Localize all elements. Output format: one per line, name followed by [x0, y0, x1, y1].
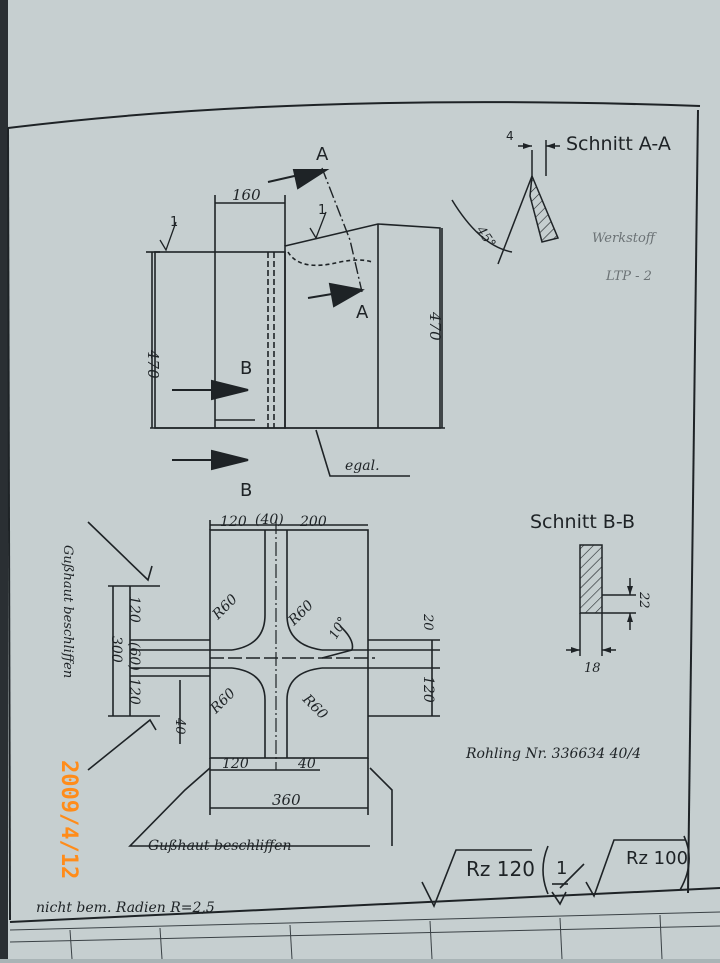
- plan-view: [87, 520, 440, 847]
- section-b-title: Schnitt B-B: [530, 511, 635, 533]
- plan-dim-bottom-120: 120: [222, 756, 249, 772]
- blank-number: Rohling Nr. 336634 40/4: [465, 746, 641, 762]
- dim-height-470-right: 470: [426, 311, 444, 341]
- roughness-main: Rz 120: [466, 857, 535, 881]
- cut-b-label-bottom: B: [240, 480, 252, 501]
- section-b-b: [566, 544, 636, 656]
- section-a-dim-4: 4: [506, 129, 514, 143]
- plan-dim-right-120: 120: [420, 676, 436, 703]
- plan-dim-inner-40: 40: [172, 717, 187, 735]
- plan-dim-bottom-40: 40: [297, 756, 316, 772]
- surface-mark-value: 1: [170, 215, 178, 230]
- surface-mark-value-2: 1: [318, 203, 326, 218]
- footnote-radii: nicht bem. Radien R=2,5: [36, 900, 215, 916]
- dim-height-470-left: 470: [144, 349, 162, 379]
- section-a-a: [451, 140, 560, 265]
- plan-dim-right-20: 20: [420, 613, 435, 631]
- plan-dim-left-120-a: 120: [126, 596, 142, 623]
- note-gusshaut-vertical: Gußhaut beschliffen: [60, 545, 75, 678]
- cut-a-label-bottom: A: [356, 302, 369, 323]
- roughness-symbols: [421, 835, 690, 908]
- front-view: [146, 167, 445, 477]
- cut-b-label-top: B: [240, 358, 252, 379]
- plan-dim-left-300: 300: [108, 636, 124, 663]
- plan-dim-top-120: 120: [220, 514, 247, 530]
- dim-width-160: 160: [232, 186, 261, 204]
- plan-dim-top-40: (40): [255, 512, 284, 528]
- page-edge-shadow: [0, 0, 8, 959]
- drawing-frame: [7, 101, 720, 923]
- cut-a-label-top: A: [316, 144, 329, 165]
- section-b-dim-22: 22: [636, 591, 651, 609]
- section-b-dim-18: 18: [584, 661, 601, 676]
- date-stamp: 2009/4/12: [56, 760, 81, 879]
- surface-finish-marks: [159, 211, 327, 252]
- plan-dim-left-120-b: 120: [126, 678, 142, 705]
- plan-dim-top-200: 200: [299, 514, 327, 530]
- note-egal: egal.: [345, 458, 380, 474]
- roughness-extra-2: Rz 100: [626, 848, 688, 869]
- paper: [6, 0, 720, 959]
- note-gusshaut-bottom: Gußhaut beschliffen: [148, 838, 291, 854]
- roughness-extra-1: 1: [556, 858, 567, 879]
- pencil-note-code: LTP - 2: [605, 269, 652, 284]
- pencil-note-material: Werkstoff: [592, 231, 658, 246]
- cut-arrows: [172, 169, 365, 471]
- plan-dim-bottom-360: 360: [272, 791, 301, 809]
- section-a-title: Schnitt A-A: [566, 133, 671, 155]
- title-block-grid: [9, 911, 720, 960]
- plan-dim-left-60: (60): [126, 642, 142, 671]
